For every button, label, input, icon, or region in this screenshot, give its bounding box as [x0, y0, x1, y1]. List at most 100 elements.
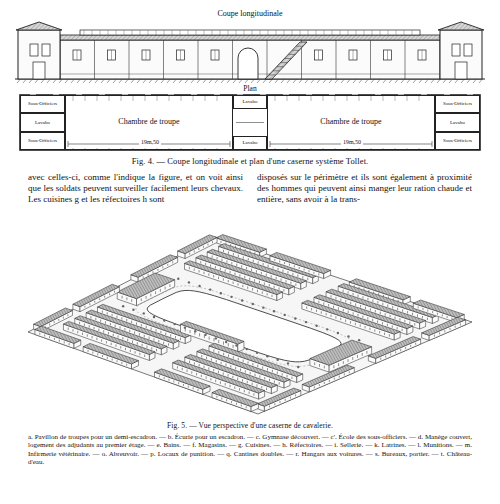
tree	[358, 339, 360, 341]
window	[344, 373, 345, 375]
ground-hatch	[185, 80, 188, 84]
window	[177, 50, 185, 60]
lantern-slat	[348, 30, 349, 35]
figure-caption: Fig. 4. — Coupe longitudinale et plan d'…	[20, 156, 480, 166]
ground-hatch	[95, 80, 98, 84]
bed-division	[181, 96, 182, 101]
window	[89, 325, 90, 327]
window	[188, 386, 189, 388]
window	[101, 339, 102, 341]
window	[326, 313, 327, 315]
ground-hatch	[53, 80, 56, 84]
ground-hatch	[125, 80, 128, 84]
window	[39, 333, 40, 335]
window	[274, 380, 275, 382]
tree	[246, 348, 248, 350]
window	[234, 386, 235, 388]
window	[203, 272, 204, 274]
window	[375, 310, 376, 312]
room-name: Lavabo	[242, 99, 259, 105]
roof	[83, 343, 138, 364]
frame	[198, 40, 199, 79]
tree	[215, 337, 217, 339]
window	[355, 303, 356, 305]
lantern-slat	[108, 30, 109, 35]
bed-division	[311, 96, 312, 101]
lantern-slat	[284, 30, 285, 35]
lantern-slat	[228, 30, 229, 35]
ground-hatch	[443, 80, 446, 84]
bed-division	[275, 96, 276, 101]
ground-hatch	[401, 80, 404, 84]
window	[151, 327, 152, 329]
window	[281, 279, 282, 281]
window	[189, 361, 190, 363]
window	[349, 50, 357, 60]
window	[369, 328, 370, 330]
window	[120, 346, 121, 348]
ground-hatch	[419, 80, 422, 84]
window	[121, 317, 122, 319]
dimension-tick	[432, 141, 433, 147]
window	[345, 320, 346, 322]
ground-hatch	[407, 80, 410, 84]
window	[146, 296, 147, 299]
window	[228, 355, 229, 357]
roof	[422, 317, 466, 335]
window	[407, 311, 408, 313]
window	[226, 260, 227, 262]
window	[297, 275, 298, 277]
window	[230, 365, 231, 367]
window	[221, 259, 222, 261]
window	[199, 333, 200, 336]
tree	[241, 299, 243, 301]
window	[314, 386, 315, 388]
window	[44, 334, 45, 336]
window	[313, 272, 314, 274]
window	[267, 368, 268, 370]
window	[69, 343, 70, 345]
window	[334, 378, 335, 380]
dimension-tick	[68, 141, 69, 147]
window	[196, 373, 197, 375]
ground-hatch	[281, 80, 284, 84]
window	[389, 334, 390, 336]
window	[340, 298, 341, 300]
window	[263, 263, 264, 265]
window	[116, 316, 117, 318]
bed-division	[121, 96, 122, 101]
window	[349, 371, 350, 373]
window	[72, 329, 73, 331]
stair-step	[273, 70, 280, 71]
window	[107, 357, 108, 359]
building	[184, 261, 282, 301]
window	[392, 306, 393, 308]
window	[353, 312, 354, 314]
window	[124, 328, 125, 330]
frame	[405, 40, 406, 79]
window	[252, 363, 253, 365]
ground-hatch	[17, 80, 20, 84]
window	[444, 330, 445, 332]
window	[223, 372, 224, 374]
ground-hatch	[377, 80, 380, 84]
window	[390, 315, 391, 317]
building	[155, 369, 211, 394]
ground-hatch	[227, 80, 230, 84]
window-bar	[353, 50, 354, 60]
tree	[273, 310, 275, 312]
bed-division	[145, 96, 146, 101]
window	[79, 322, 80, 324]
window	[206, 357, 207, 359]
window	[272, 295, 273, 297]
window	[223, 250, 224, 252]
window	[269, 406, 270, 408]
window	[63, 317, 64, 319]
room-name: Sous-Officiers	[27, 138, 58, 144]
lantern-slat	[132, 30, 133, 35]
window	[216, 396, 217, 398]
ground-hatch	[167, 80, 170, 84]
window	[269, 379, 270, 381]
window	[162, 266, 163, 268]
window	[137, 342, 138, 344]
